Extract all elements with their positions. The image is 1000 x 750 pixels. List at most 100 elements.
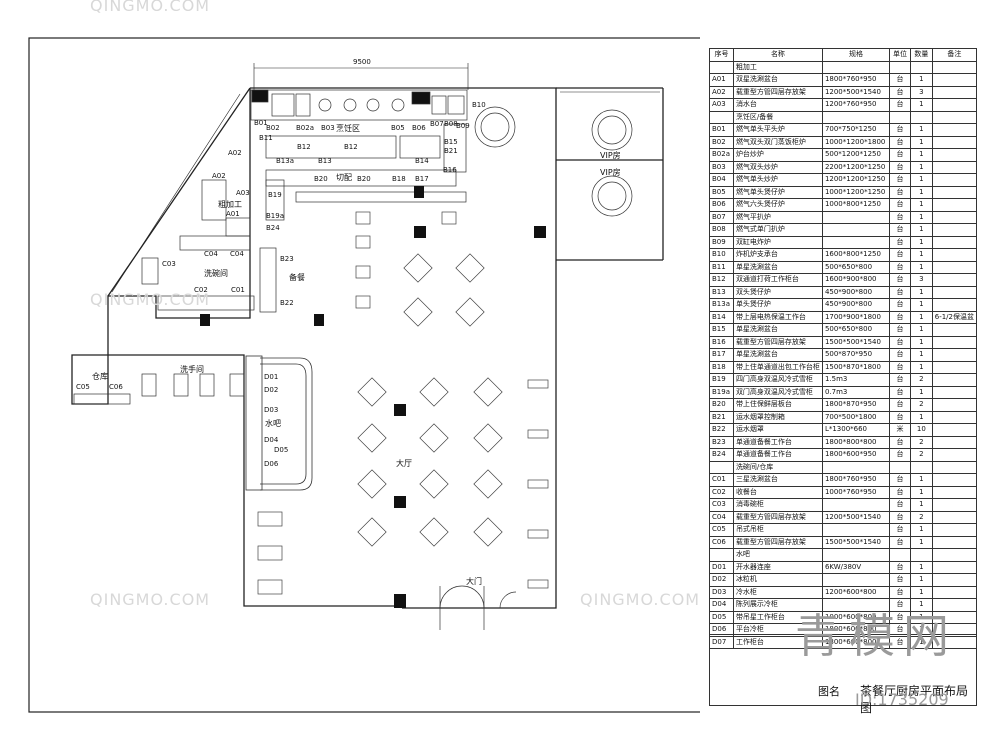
table-cell: 450*900*800 bbox=[821, 285, 891, 299]
table-cell: 1 bbox=[909, 585, 933, 599]
table-cell: 双通道打荷工作柜台 bbox=[732, 273, 823, 287]
code-B14: B14 bbox=[415, 157, 429, 165]
table-cell: 台 bbox=[889, 248, 911, 262]
table-cell: 台 bbox=[889, 573, 911, 587]
table-cell bbox=[931, 410, 978, 424]
table-cell: A02 bbox=[709, 85, 734, 99]
table-cell bbox=[931, 110, 978, 124]
table-cell bbox=[931, 260, 978, 274]
table-cell: B17 bbox=[709, 348, 734, 362]
table-cell: 台 bbox=[889, 348, 911, 362]
table-cell: 1 bbox=[909, 123, 933, 137]
table-cell: 燃气式单门扒炉 bbox=[732, 223, 823, 237]
table-cell bbox=[709, 110, 734, 124]
code-B02a: B02a bbox=[296, 124, 314, 132]
bar-counter bbox=[245, 355, 313, 491]
code-A02a: A02 bbox=[228, 149, 242, 157]
watermark-id: ID:1735209 bbox=[855, 690, 949, 709]
table-cell: 消水台 bbox=[732, 98, 823, 112]
table-cell: 燃气双头双门蒸饭柜炉 bbox=[732, 135, 823, 149]
table-cell: 1 bbox=[909, 198, 933, 212]
table-cell: 台 bbox=[889, 85, 911, 99]
table-cell: 冰粒机 bbox=[732, 573, 823, 587]
table-cell: B19a bbox=[709, 385, 734, 399]
table-cell: B04 bbox=[709, 173, 734, 187]
code-B15: B15 bbox=[444, 138, 458, 146]
table-cell: 1 bbox=[909, 135, 933, 149]
table-cell bbox=[931, 535, 978, 549]
table-cell: 单头煲仔炉 bbox=[732, 298, 823, 312]
table-cell: 1000*800*1250 bbox=[821, 198, 891, 212]
table-cell bbox=[931, 560, 978, 574]
table-cell bbox=[931, 360, 978, 374]
table-cell: B11 bbox=[709, 260, 734, 274]
table-cell: B02 bbox=[709, 135, 734, 149]
table-cell bbox=[931, 135, 978, 149]
table-cell: B12 bbox=[709, 273, 734, 287]
table-cell: 台 bbox=[889, 185, 911, 199]
table-cell: 台 bbox=[889, 448, 911, 462]
table-cell: 1 bbox=[909, 523, 933, 537]
table-cell: 台 bbox=[889, 210, 911, 224]
table-cell bbox=[931, 585, 978, 599]
table-cell bbox=[821, 460, 891, 474]
table-cell: 台 bbox=[889, 148, 911, 162]
area-label-hot-kitchen: 烹饪区 bbox=[336, 123, 360, 133]
table-cell: 1 bbox=[909, 185, 933, 199]
code-B17: B17 bbox=[415, 175, 429, 183]
header-cell: 序号 bbox=[709, 48, 734, 62]
table-cell bbox=[931, 285, 978, 299]
table-cell: 双缸电炸炉 bbox=[732, 235, 823, 249]
table-cell: 燃气单头炒炉 bbox=[732, 173, 823, 187]
table-cell: 1 bbox=[909, 148, 933, 162]
code-C02: C02 bbox=[194, 286, 208, 294]
table-cell: 2 bbox=[909, 398, 933, 412]
table-cell: B09 bbox=[709, 235, 734, 249]
table-cell: D02 bbox=[709, 573, 734, 587]
table-cell: 1800*800*800 bbox=[821, 435, 891, 449]
table-cell: D05 bbox=[709, 610, 734, 624]
table-cell: 单星洗涮盆台 bbox=[732, 348, 823, 362]
table-cell: B21 bbox=[709, 410, 734, 424]
code-D01: D01 bbox=[264, 373, 278, 381]
table-cell bbox=[931, 423, 978, 437]
table-cell: 1500*500*1540 bbox=[821, 335, 891, 349]
table-cell: 洗碗间/仓库 bbox=[732, 460, 823, 474]
table-cell: 1800*600*800 bbox=[821, 635, 891, 649]
table-cell: 3 bbox=[909, 273, 933, 287]
table-cell: 500*650*800 bbox=[821, 323, 891, 337]
table-cell: 台 bbox=[889, 435, 911, 449]
table-cell: C06 bbox=[709, 535, 734, 549]
table-cell: 台 bbox=[889, 235, 911, 249]
table-cell: 燃气平扒炉 bbox=[732, 210, 823, 224]
table-cell: 台 bbox=[889, 535, 911, 549]
table-cell bbox=[821, 210, 891, 224]
code-B06: B06 bbox=[412, 124, 426, 132]
table-cell bbox=[931, 235, 978, 249]
code-B05: B05 bbox=[391, 124, 405, 132]
table-cell: 台 bbox=[889, 523, 911, 537]
table-cell: 带上住单通道出包工作台柜 bbox=[732, 360, 823, 374]
table-cell: 台 bbox=[889, 260, 911, 274]
title-block-label: 图名 bbox=[818, 685, 840, 698]
table-cell: 1 bbox=[909, 298, 933, 312]
table-cell: 工作柜台 bbox=[732, 635, 823, 649]
table-cell: 台 bbox=[889, 135, 911, 149]
table-cell: B01 bbox=[709, 123, 734, 137]
code-C04b: C04 bbox=[230, 250, 244, 258]
table-cell bbox=[709, 460, 734, 474]
table-cell bbox=[909, 548, 933, 562]
area-label-serving: 备餐 bbox=[289, 272, 305, 282]
table-cell: 载重型方管四层存放架 bbox=[732, 510, 823, 524]
table-cell: 台 bbox=[889, 160, 911, 174]
table-cell: B24 bbox=[709, 448, 734, 462]
table-cell: C01 bbox=[709, 473, 734, 487]
code-D02: D02 bbox=[264, 386, 278, 394]
area-label-cutting: 切配 bbox=[336, 173, 352, 182]
